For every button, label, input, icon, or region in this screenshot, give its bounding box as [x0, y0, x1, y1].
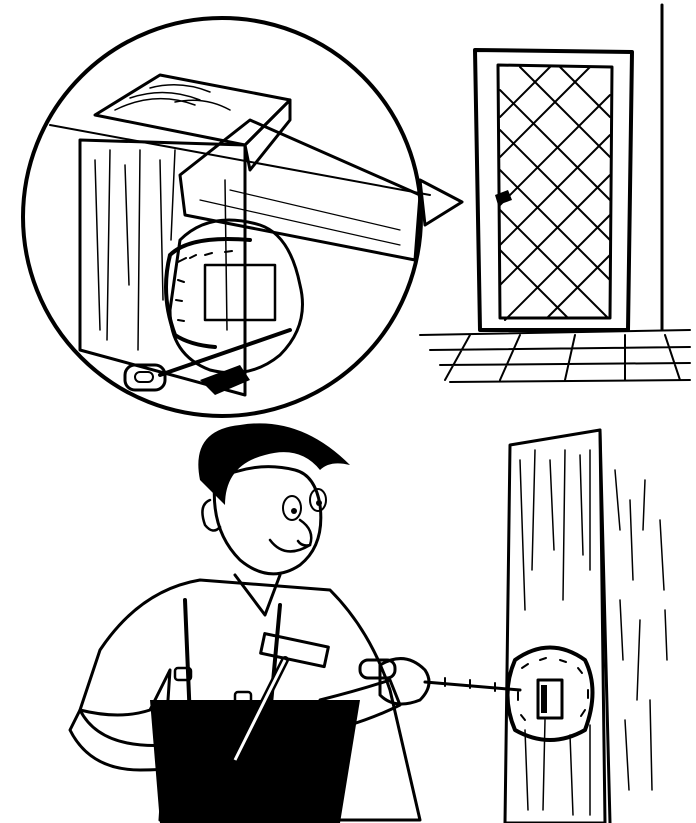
door-frame	[473, 48, 634, 332]
overalls	[150, 700, 360, 823]
latch-bolt	[203, 263, 277, 322]
man-with-hammer	[68, 423, 522, 823]
left-arm	[68, 708, 252, 772]
hammer-icon	[231, 632, 330, 764]
lock-bracket	[164, 237, 252, 349]
hand	[378, 657, 431, 706]
floor-tiles	[419, 329, 691, 383]
hair	[198, 423, 350, 505]
magnified-lock-cutaway	[21, 16, 431, 418]
overall-button	[233, 690, 253, 706]
magnifier-circle	[21, 16, 423, 418]
door-handle-icon	[495, 190, 512, 205]
door-view	[418, 3, 691, 383]
door-top-surface	[93, 73, 292, 147]
keyhole-slot	[536, 678, 564, 720]
door-frame-beam	[178, 118, 422, 262]
lock-plate	[505, 645, 595, 742]
lattice-pattern	[499, 66, 611, 321]
face	[212, 465, 323, 576]
door-edge-closeup	[503, 428, 668, 823]
key-icon	[358, 658, 522, 692]
door-glass-panel	[496, 63, 614, 320]
shirt	[78, 578, 422, 822]
pointer-arrow-icon	[418, 178, 464, 227]
key-icon	[123, 328, 292, 395]
overall-button	[173, 666, 193, 682]
door-front-face	[78, 138, 247, 397]
